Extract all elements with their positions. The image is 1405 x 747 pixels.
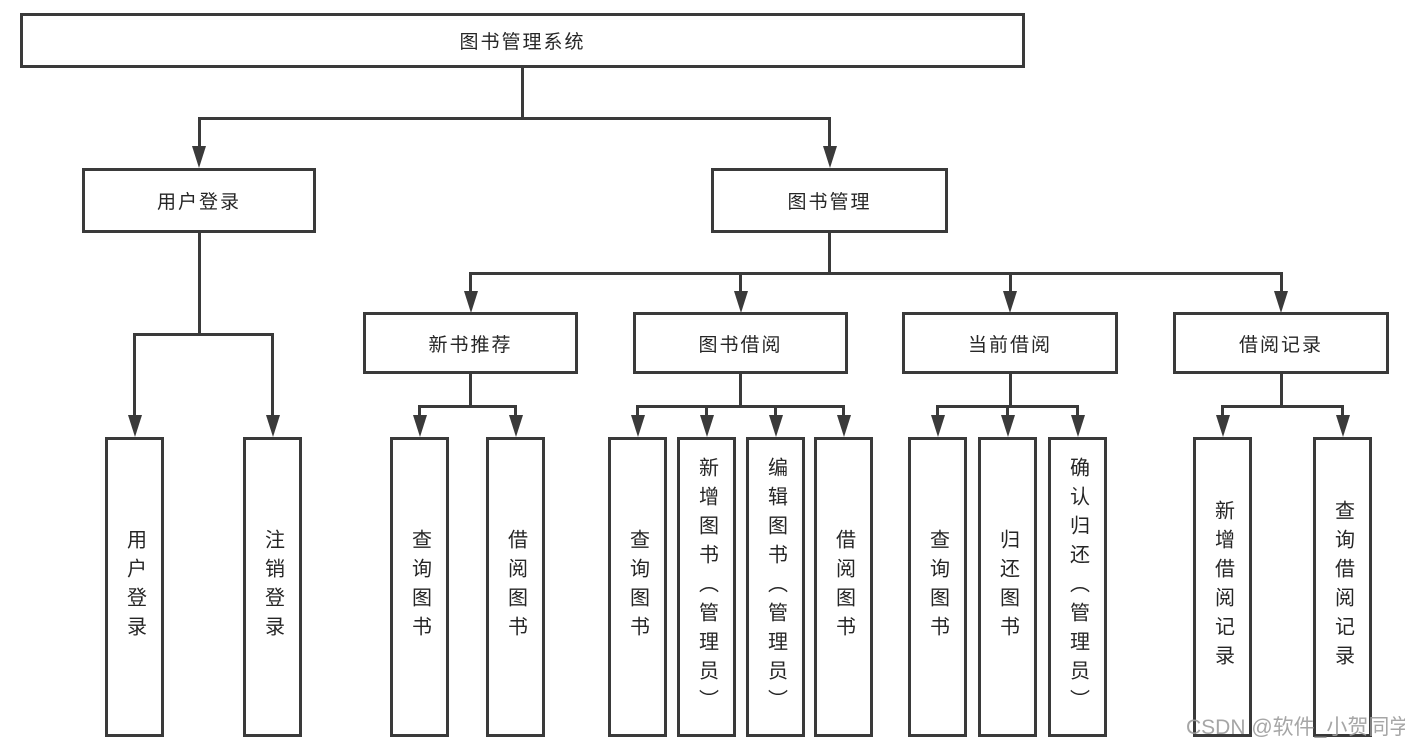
leaf-label: 查询图书 [626,529,649,645]
leaf-confirm-return-admin: 确认归还（管理员） [1048,437,1107,737]
leaf-query-books: 查询图书 [908,437,967,737]
connector-line [739,272,742,293]
arrowhead-down-icon [733,291,748,313]
connector-line [739,374,742,408]
node-label: 用户登录 [156,192,241,213]
leaf-label: 注销登录 [261,529,284,645]
arrowhead-down-icon [768,415,783,437]
arrowhead-down-icon [412,415,427,437]
node-label: 借阅记录 [1238,334,1323,356]
connector-line [1341,405,1344,417]
arrowhead-down-icon [699,415,714,437]
connector-line [197,117,831,120]
arrowhead-down-icon [1274,291,1288,313]
arrowhead-down-icon [822,146,837,168]
connector-line [1221,405,1344,408]
leaf-label: 确认归还（管理员） [1066,456,1089,718]
leaf-label: 新增图书（管理员） [695,456,718,718]
node-book-borrowing: 图书借阅 [633,312,848,374]
leaf-label: 用户登录 [123,529,146,645]
connector-line [197,117,201,148]
leaf-user-login: 用户登录 [105,437,164,737]
leaf-query-borrow-record: 查询借阅记录 [1313,437,1372,737]
connector-line [271,333,274,417]
connector-line [1279,272,1283,293]
leaf-logout: 注销登录 [243,437,302,737]
leaf-label: 归还图书 [996,529,1019,645]
connector-line [774,405,777,417]
arrowhead-down-icon [127,415,142,437]
connector-line [636,405,845,408]
node-new-book-recommendation: 新书推荐 [363,312,578,374]
leaf-label: 借阅图书 [504,529,527,645]
leaf-query-books: 查询图书 [608,437,667,737]
leaf-borrow-books: 借阅图书 [486,437,545,737]
node-current-borrowing: 当前借阅 [902,312,1118,374]
leaf-edit-books-admin: 编辑图书（管理员） [746,437,805,737]
leaf-label: 借阅图书 [832,529,855,645]
arrowhead-down-icon [463,291,478,313]
leaf-label: 查询图书 [926,529,949,645]
connector-line [936,405,939,417]
arrowhead-down-icon [630,415,645,437]
leaf-query-books: 查询图书 [390,437,449,737]
node-label: 图书借阅 [698,334,783,356]
connector-line [842,405,845,417]
node-user-login: 用户登录 [82,168,316,233]
connector-line [418,405,421,417]
connector-line [1008,374,1012,408]
arrowhead-down-icon [1335,415,1350,437]
arrowhead-down-icon [930,415,945,437]
node-borrowing-records: 借阅记录 [1173,312,1389,374]
connector-line [133,333,136,417]
connector-line [418,405,517,408]
connector-line [1279,374,1283,408]
leaf-label: 查询图书 [408,529,431,645]
leaf-return-books: 归还图书 [978,437,1037,737]
connector-line [828,117,831,148]
node-label: 当前借阅 [967,334,1052,356]
arrowhead-down-icon [1000,415,1015,437]
leaf-borrow-books: 借阅图书 [814,437,873,737]
node-label: 图书管理 [787,192,872,213]
connector-line [1006,405,1009,417]
arrowhead-down-icon [192,146,206,168]
leaf-label: 编辑图书（管理员） [764,456,787,718]
leaf-label: 查询借阅记录 [1331,500,1354,674]
arrowhead-down-icon [1003,291,1017,313]
connector-line [1008,272,1012,293]
connector-line [133,333,274,336]
connector-line [520,68,524,120]
connector-line [1076,405,1079,417]
connector-line [469,272,472,293]
csdn-watermark: CSDN @软件_小贺同学 [1186,716,1405,739]
arrowhead-down-icon [265,415,280,437]
connector-line [469,374,472,408]
connector-line [469,272,1282,275]
node-library-management-system: 图书管理系统 [20,13,1025,68]
leaf-add-books-admin: 新增图书（管理员） [677,437,736,737]
connector-line [705,405,708,417]
connector-line [636,405,639,417]
connector-line [1221,405,1224,417]
node-label: 图书管理系统 [459,32,586,53]
arrowhead-down-icon [1215,415,1230,437]
connector-line [514,405,517,417]
connector-line [828,233,831,275]
connector-line [197,233,201,336]
arrowhead-down-icon [836,415,851,437]
leaf-add-borrow-record: 新增借阅记录 [1193,437,1252,737]
node-label: 新书推荐 [428,334,513,356]
leaf-label: 新增借阅记录 [1211,500,1234,674]
node-book-management: 图书管理 [711,168,948,233]
arrowhead-down-icon [1070,415,1085,437]
arrowhead-down-icon [508,415,523,437]
